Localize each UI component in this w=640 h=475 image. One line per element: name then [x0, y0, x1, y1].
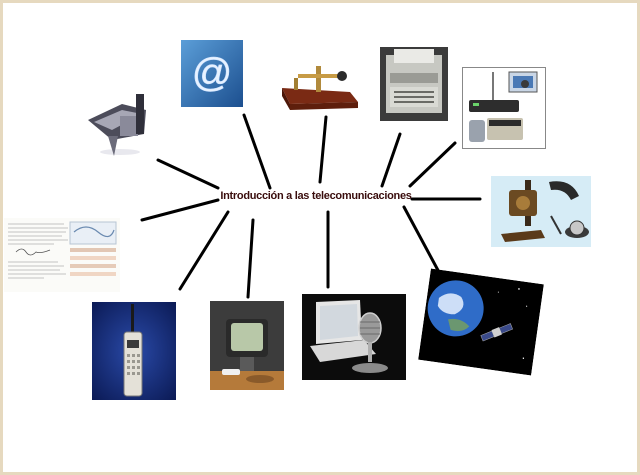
telegraph-key-icon — [280, 58, 360, 114]
letter-icon — [4, 218, 120, 292]
telephone-icon — [491, 176, 591, 247]
mobile-phone-icon — [92, 302, 176, 400]
printer-icon — [380, 47, 448, 121]
network-icon — [462, 67, 546, 149]
connector-cellphone — [178, 210, 230, 291]
connector-email — [242, 113, 272, 190]
connector-letter — [140, 198, 220, 222]
fax-machine-icon — [84, 90, 156, 162]
at-sign-icon: @ — [181, 40, 243, 107]
diagram-title: Introducción a las telecomunicaciones — [220, 190, 412, 202]
microphone-icon — [302, 294, 406, 380]
svg-text:@: @ — [192, 51, 233, 95]
connector-satellite — [402, 205, 442, 276]
connector-fax — [156, 158, 220, 190]
satellite-icon — [418, 268, 544, 376]
connector-tv — [246, 218, 255, 299]
connector-network — [408, 141, 457, 188]
connector-telegraph — [318, 115, 328, 184]
connector-printer — [380, 132, 402, 188]
television-icon — [210, 301, 284, 390]
